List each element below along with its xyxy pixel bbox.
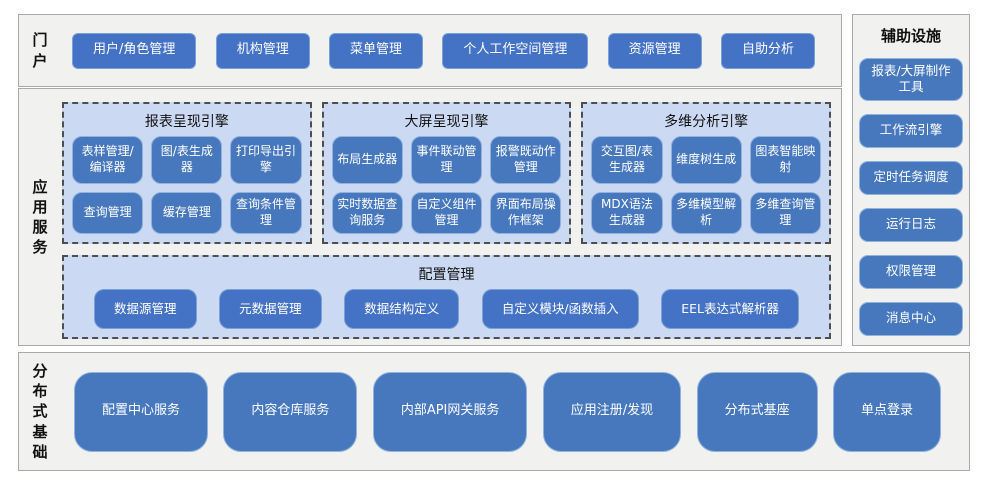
auxiliary-item[interactable]: 定时任务调度 (859, 160, 963, 195)
config-management-panel: 配置管理 数据源管理元数据管理数据结构定义自定义模块/函数插入 EEL表达式解析器 (62, 255, 831, 339)
distributed-item[interactable]: 分布式基座 (696, 371, 818, 452)
config-button-row: 数据源管理元数据管理数据结构定义自定义模块/函数插入 EEL表达式解析器 (72, 289, 821, 329)
bigscreen-engine-item[interactable]: 界面布局操作框架 (490, 192, 562, 234)
portal-item[interactable]: 菜单管理 (329, 32, 424, 69)
application-services-section: 应用服务 报表呈现引擎 表样管理/编译器图/表生成器打印导出引擎查询管理缓存管理… (18, 88, 842, 346)
portal-item[interactable]: 资源管理 (607, 32, 702, 69)
bigscreen-engine-item[interactable]: 布局生成器 (331, 136, 403, 185)
bigscreen-engine-grid: 布局生成器事件联动管理报警既动作管理实时数据查询服务自定义组件管理界面布局操作框… (331, 136, 562, 234)
bigscreen-engine-title: 大屏呈现引擎 (404, 114, 489, 130)
olap-engine-grid: 交互图/表生成器维度树生成图表智能映射 MDX语法生成器多维模型解析多维查询管理 (591, 136, 822, 234)
olap-engine-item[interactable]: MDX语法生成器 (591, 192, 663, 234)
application-services-label: 应用服务 (32, 177, 48, 257)
config-item[interactable]: EEL表达式解析器 (661, 289, 799, 329)
distributed-base-label: 分布式基础 (32, 361, 48, 461)
report-engine-title: 报表呈现引擎 (144, 114, 229, 130)
olap-engine-panel: 多维分析引擎 交互图/表生成器维度树生成图表智能映射 MDX语法生成器多维模型解析… (581, 102, 832, 244)
auxiliary-facilities-title: 辅助设施 (880, 27, 941, 45)
engine-row: 报表呈现引擎 表样管理/编译器图/表生成器打印导出引擎查询管理缓存管理查询条件管… (62, 102, 832, 244)
config-item[interactable]: 元数据管理 (219, 289, 322, 329)
auxiliary-item[interactable]: 运行日志 (859, 207, 963, 242)
report-engine-item[interactable]: 图/表生成器 (151, 136, 223, 185)
olap-engine-title: 多维分析引擎 (664, 114, 749, 130)
config-item[interactable]: 数据源管理 (94, 289, 197, 329)
bigscreen-engine-panel: 大屏呈现引擎 布局生成器事件联动管理报警既动作管理实时数据查询服务自定义组件管理… (321, 102, 572, 244)
config-item[interactable]: 自定义模块/函数插入 (481, 289, 639, 329)
bigscreen-engine-item[interactable]: 实时数据查询服务 (331, 192, 403, 234)
olap-engine-item[interactable]: 多维查询管理 (749, 192, 822, 234)
auxiliary-item[interactable]: 工作流引擎 (859, 113, 963, 148)
report-engine-item[interactable]: 查询条件管理 (230, 192, 302, 234)
portal-item[interactable]: 机构管理 (215, 32, 310, 69)
auxiliary-item[interactable]: 权限管理 (859, 254, 963, 289)
portal-item[interactable]: 自助分析 (720, 32, 815, 69)
olap-engine-item[interactable]: 图表智能映射 (749, 136, 822, 185)
auxiliary-facilities-section: 辅助设施 报表/大屏制作工具工作流引擎定时任务调度运行日志权限管理消息中心 (852, 14, 970, 346)
portal-button-row: 用户/角色管理机构管理菜单管理个人工作空间管理资源管理自助分析 (72, 32, 815, 69)
bigscreen-engine-item[interactable]: 自定义组件管理 (410, 192, 483, 234)
olap-engine-item[interactable]: 多维模型解析 (670, 192, 742, 234)
distributed-item[interactable]: 内容仓库服务 (223, 371, 358, 452)
auxiliary-item[interactable]: 消息中心 (859, 301, 963, 336)
bigscreen-engine-item[interactable]: 报警既动作管理 (490, 136, 562, 185)
distributed-button-row: 配置中心服务内容仓库服务内部API网关服务应用注册/发现分布式基座单点登录 (74, 371, 941, 452)
portal-item[interactable]: 用户/角色管理 (72, 32, 197, 69)
olap-engine-item[interactable]: 交互图/表生成器 (591, 136, 663, 185)
distributed-base-section: 分布式基础 配置中心服务内容仓库服务内部API网关服务应用注册/发现分布式基座单… (18, 352, 970, 471)
distributed-item[interactable]: 配置中心服务 (74, 371, 209, 452)
auxiliary-button-column: 报表/大屏制作工具工作流引擎定时任务调度运行日志权限管理消息中心 (859, 58, 963, 336)
portal-item[interactable]: 个人工作空间管理 (442, 32, 589, 69)
report-engine-item[interactable]: 查询管理 (72, 192, 144, 234)
bigscreen-engine-item[interactable]: 事件联动管理 (410, 136, 483, 185)
report-engine-item[interactable]: 表样管理/编译器 (72, 136, 144, 185)
portal-section: 门户 用户/角色管理机构管理菜单管理个人工作空间管理资源管理自助分析 (18, 14, 842, 87)
config-management-title: 配置管理 (418, 267, 475, 283)
olap-engine-item[interactable]: 维度树生成 (670, 136, 742, 185)
report-engine-item[interactable]: 打印导出引擎 (230, 136, 302, 185)
application-services-content: 报表呈现引擎 表样管理/编译器图/表生成器打印导出引擎查询管理缓存管理查询条件管… (50, 89, 841, 345)
distributed-item[interactable]: 单点登录 (832, 371, 941, 452)
report-engine-grid: 表样管理/编译器图/表生成器打印导出引擎查询管理缓存管理查询条件管理 (72, 136, 302, 234)
portal-section-label: 门户 (32, 31, 48, 70)
config-item[interactable]: 数据结构定义 (344, 289, 460, 329)
report-engine-item[interactable]: 缓存管理 (151, 192, 223, 234)
report-engine-panel: 报表呈现引擎 表样管理/编译器图/表生成器打印导出引擎查询管理缓存管理查询条件管… (62, 102, 312, 244)
distributed-item[interactable]: 应用注册/发现 (542, 371, 682, 452)
distributed-item[interactable]: 内部API网关服务 (372, 371, 528, 452)
auxiliary-item[interactable]: 报表/大屏制作工具 (859, 58, 963, 101)
